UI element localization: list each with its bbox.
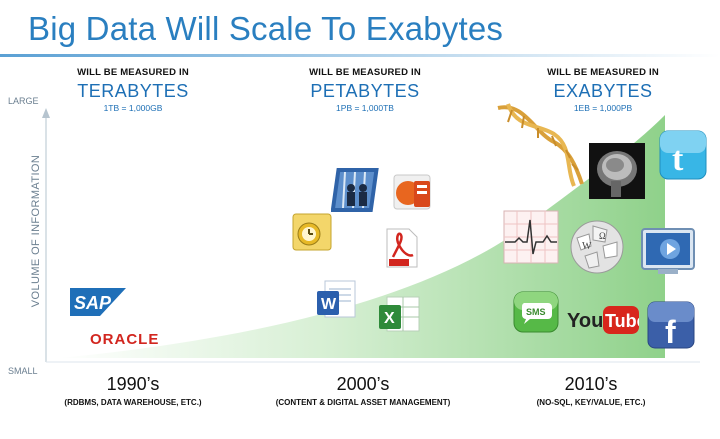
- growth-area: [58, 115, 665, 358]
- youtube-icon: You Tube: [567, 306, 639, 334]
- ecg-chart-icon: [503, 210, 559, 264]
- y-axis-bottom-label: SMALL: [8, 366, 38, 376]
- svg-text:t: t: [672, 141, 684, 178]
- svg-text:X: X: [384, 310, 395, 327]
- svg-text:W: W: [582, 241, 592, 252]
- brain-scan-icon: [589, 143, 645, 199]
- pdf-icon: [386, 228, 418, 268]
- era-description: (CONTENT & DIGITAL ASSET MANAGEMENT): [275, 398, 451, 407]
- dna-helix-icon: [497, 103, 584, 187]
- y-axis-arrow: [42, 108, 50, 118]
- powerpoint-icon: [393, 174, 431, 210]
- outlook-icon: [292, 213, 332, 251]
- collaboration-photo-icon: [331, 168, 379, 212]
- excel-icon: X: [379, 296, 420, 332]
- header-prefix: WILL BE MEASURED IN: [77, 67, 189, 78]
- era-description: (NO-SQL, KEY/VALUE, ETC.): [536, 398, 646, 407]
- header-terabytes: WILL BE MEASURED IN TERABYTES 1TB = 1,00…: [33, 67, 233, 113]
- era-year: 2010’s: [564, 374, 618, 394]
- sap-logo-icon: SAP: [70, 288, 126, 316]
- video-player-icon: [641, 228, 695, 274]
- header-exabytes: WILL BE MEASURED IN EXABYTES 1EB = 1,000…: [503, 67, 703, 113]
- y-axis-title: VOLUME OF INFORMATION: [30, 154, 42, 308]
- wikipedia-globe-icon: W Ω: [570, 220, 624, 274]
- twitter-icon: t: [659, 130, 707, 180]
- y-axis-top-label: LARGE: [8, 96, 39, 106]
- sap-logo-text: SAP: [74, 293, 112, 313]
- header-equation: 1EB = 1,000PB: [573, 103, 633, 113]
- era-2010s: 2010’s (NO-SQL, KEY/VALUE, ETC.): [471, 374, 711, 407]
- svg-text:f: f: [665, 314, 676, 349]
- header-unit: TERABYTES: [77, 81, 189, 101]
- sms-icon-text: SMS: [526, 307, 546, 317]
- header-petabytes: WILL BE MEASURED IN PETABYTES 1PB = 1,00…: [265, 67, 465, 113]
- svg-text:W: W: [321, 296, 337, 313]
- svg-text:Ω: Ω: [599, 231, 606, 241]
- header-unit: EXABYTES: [553, 81, 653, 101]
- facebook-icon: f: [647, 301, 695, 349]
- era-1990s: 1990’s (RDBMS, DATA WAREHOUSE, ETC.): [13, 374, 253, 407]
- era-description: (RDBMS, DATA WAREHOUSE, ETC.): [64, 398, 202, 407]
- sms-icon: SMS: [513, 291, 559, 333]
- header-prefix: WILL BE MEASURED IN: [547, 67, 659, 78]
- era-year: 2000’s: [336, 374, 390, 394]
- title-underline: [0, 54, 720, 57]
- era-2000s: 2000’s (CONTENT & DIGITAL ASSET MANAGEME…: [243, 374, 483, 407]
- oracle-logo-text: ORACLE: [90, 331, 159, 348]
- header-equation: 1TB = 1,000GB: [103, 103, 163, 113]
- header-equation: 1PB = 1,000TB: [336, 103, 394, 113]
- oracle-logo-icon: ORACLE: [90, 331, 159, 348]
- word-icon: W: [317, 280, 356, 318]
- slide-title: Big Data Will Scale To Exabytes: [28, 10, 504, 47]
- header-unit: PETABYTES: [310, 81, 420, 101]
- youtube-you-text: You: [567, 310, 603, 332]
- header-prefix: WILL BE MEASURED IN: [309, 67, 421, 78]
- era-year: 1990’s: [106, 374, 160, 394]
- youtube-tube-text: Tube: [605, 311, 639, 331]
